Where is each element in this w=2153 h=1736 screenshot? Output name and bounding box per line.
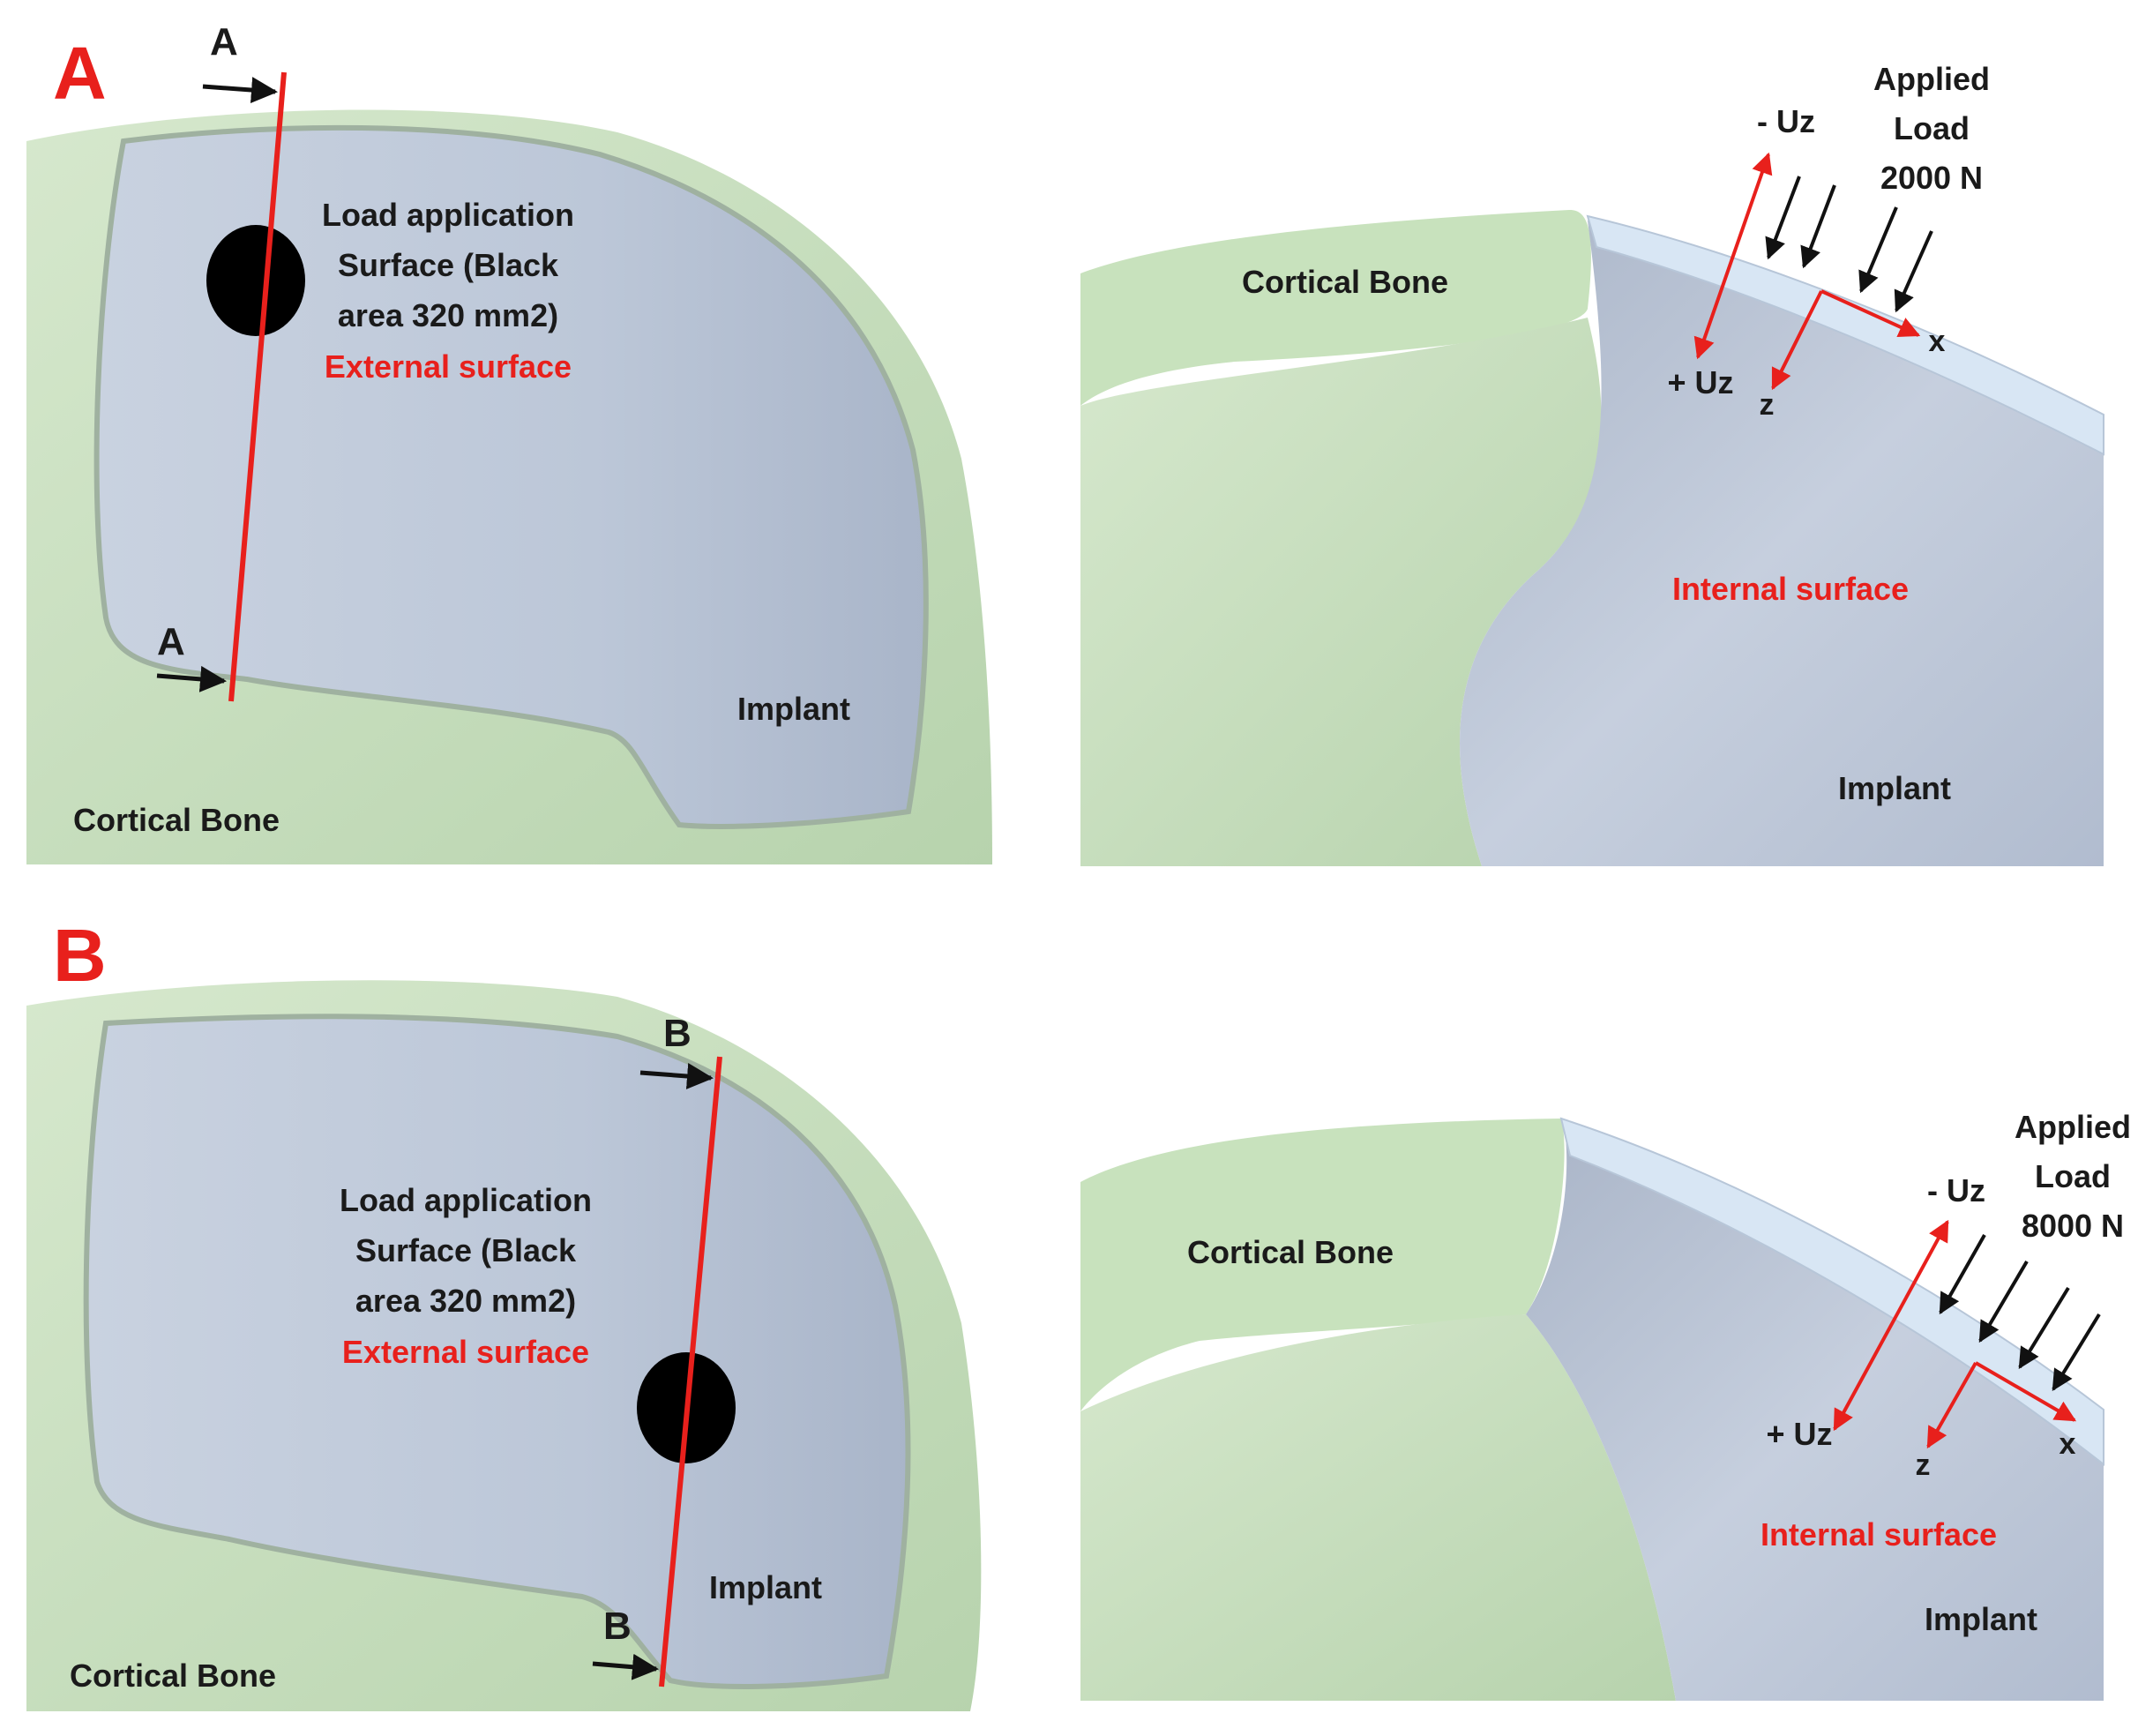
section-label-bottom: B — [603, 1605, 632, 1648]
plus-uz-label: + Uz — [1667, 364, 1733, 400]
uz-arrow — [1833, 1219, 1949, 1432]
section-label-top: B — [663, 1012, 692, 1055]
axis-x — [1974, 1361, 2077, 1422]
panel-label-a: A — [53, 32, 107, 115]
minus-uz-label: - Uz — [1757, 103, 1815, 139]
axis-z-label: z — [1760, 388, 1775, 422]
load-arrow-2 — [1978, 1260, 2029, 1343]
applied-load-label-1: Applied — [1873, 61, 1990, 97]
implant-shape — [93, 124, 929, 829]
axis-z — [1926, 1362, 1977, 1449]
section-arrow-bottom — [156, 665, 227, 692]
axis-z-label: z — [1916, 1448, 1931, 1482]
implant-label: Implant — [1925, 1601, 2037, 1637]
load-area-label-2: Surface (Black — [355, 1232, 577, 1268]
bone-inner-wall — [1080, 1314, 1676, 1701]
applied-load-value: 8000 N — [2022, 1208, 2124, 1244]
section-line — [228, 71, 287, 702]
surface-label: Internal surface — [1761, 1516, 1997, 1553]
surface-label: External surface — [325, 348, 572, 385]
axis-x-label: x — [1929, 325, 1946, 358]
minus-uz-label: - Uz — [1927, 1172, 1985, 1208]
panel-b-right: - Uz + Uz Applied Load 8000 N x z Cortic… — [1080, 1109, 2131, 1701]
bone-label: Cortical Bone — [1242, 264, 1448, 300]
applied-load-label-1: Applied — [2015, 1109, 2131, 1145]
surface-label: Internal surface — [1672, 571, 1909, 607]
load-area-label-3: area 320 mm2) — [338, 297, 558, 333]
uz-arrow — [1693, 152, 1773, 360]
bone-label: Cortical Bone — [1187, 1234, 1394, 1270]
axis-x — [1820, 289, 1921, 337]
panel-a-left: A A Load application Surface (Black area… — [26, 20, 992, 865]
load-arrow-1 — [1939, 1234, 1986, 1315]
panel-b-left: B B Load application Surface (Black area… — [26, 980, 982, 1711]
load-arrow-3 — [2018, 1286, 2070, 1370]
axis-x-label: x — [2060, 1427, 2076, 1461]
bone-inner-wall — [1080, 318, 1602, 866]
applied-load-value: 2000 N — [1880, 160, 1983, 196]
bone-cut-section — [1080, 210, 1591, 406]
section-arrow-bottom — [592, 1653, 659, 1680]
panel-a-right: - Uz + Uz Applied Load 2000 N x z Cortic… — [1080, 61, 2104, 866]
section-label-top: A — [210, 20, 238, 64]
load-arrow-3 — [1858, 206, 1898, 294]
implant-label: Implant — [1838, 770, 1951, 806]
load-arrow-1 — [1765, 176, 1801, 260]
section-arrow-top — [202, 77, 278, 103]
bone-label: Cortical Bone — [70, 1657, 276, 1694]
load-area-label-2: Surface (Black — [338, 247, 559, 283]
implant-label: Implant — [709, 1569, 822, 1605]
implant-shape — [83, 1014, 911, 1689]
surface-label: External surface — [342, 1334, 589, 1370]
applied-load-label-2: Load — [2035, 1158, 2111, 1194]
applied-load-label-2: Load — [1894, 110, 1970, 146]
section-line — [659, 1056, 722, 1687]
load-area-label-1: Load application — [322, 197, 574, 233]
implant-inner-surface — [1460, 221, 2104, 866]
load-arrow-4 — [2052, 1313, 2101, 1392]
section-label-bottom: A — [157, 620, 185, 663]
implant-inner-surface — [1526, 1138, 2104, 1701]
implant-rim — [1559, 1117, 2104, 1467]
load-area-label-3: area 320 mm2) — [355, 1283, 576, 1319]
panel-label-b: B — [53, 914, 107, 997]
implant-label: Implant — [737, 691, 850, 727]
section-arrow-top — [639, 1063, 714, 1089]
bone-cut-section — [1080, 1119, 1565, 1411]
bone-label: Cortical Bone — [73, 802, 280, 838]
load-arrow-4 — [1894, 230, 1933, 313]
load-area-patch — [206, 225, 305, 336]
load-area-label-1: Load application — [340, 1182, 592, 1218]
axis-z — [1771, 290, 1823, 391]
load-arrow-2 — [1800, 184, 1836, 269]
plus-uz-label: + Uz — [1766, 1416, 1832, 1452]
